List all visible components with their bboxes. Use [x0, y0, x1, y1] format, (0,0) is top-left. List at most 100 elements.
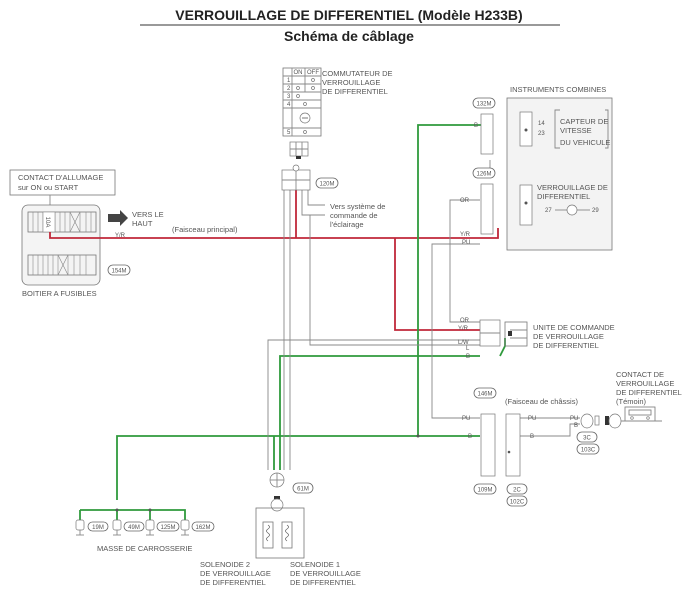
ground-label: 162M [195, 525, 210, 531]
lock-lamp-label-1: VERROUILLAGE DE [537, 183, 608, 192]
wire-label-pu: PU [528, 416, 536, 422]
connector-label: 103C [581, 448, 596, 454]
switch-row-label: 5 [287, 130, 291, 136]
chassis-connector-left [480, 413, 496, 477]
lock-pin: 27 [545, 208, 552, 214]
wire-label-pu: PU [570, 416, 578, 422]
solenoid1-label-2: DE VERROUILLAGE [290, 569, 361, 578]
connector-120M: 120M [315, 177, 339, 189]
power-wire-control [394, 238, 480, 331]
plug-connector [580, 413, 594, 429]
wire-label-pu: PU [462, 416, 470, 422]
wire-label-or: OR [460, 198, 470, 204]
wire-label-pu: PU [462, 240, 470, 246]
main-harness-label: (Faisceau principal) [172, 225, 238, 234]
solenoid2-label-1: SOLENOIDE 2 [200, 560, 250, 569]
connector-132M: 132M [472, 97, 496, 109]
connector-109M: 109M [473, 483, 497, 495]
connector-label: 126M [476, 172, 491, 178]
ignition-label: CONTACT D'ALLUMAGE [18, 173, 103, 182]
chassis-harness-label: (Faisceau de châssis) [505, 397, 578, 406]
sensor-bracket [554, 109, 560, 149]
ground-label: 19M [92, 525, 104, 531]
indicator-switch [621, 406, 662, 422]
ground-drop [170, 509, 186, 520]
wire-label-b: B [466, 354, 470, 360]
power-wire-cluster [480, 228, 499, 239]
wire-label-b: B [574, 423, 578, 429]
sensor-label-1: CAPTEUR DE [560, 117, 608, 126]
signal-wire-l-ctrl [267, 339, 480, 470]
connector-label: 102C [510, 500, 525, 506]
ground-label: 49M [128, 525, 140, 531]
sensor-bracket [605, 109, 609, 149]
socket-connector [608, 413, 622, 429]
connector-label: 120M [319, 182, 334, 188]
control-unit-label-2: DE VERROUILLAGE [533, 332, 604, 341]
connector-label: 146M [477, 392, 492, 398]
junction-dot [115, 508, 119, 512]
switch-col-off: OFF [307, 70, 319, 76]
instruments-title: INSTRUMENTS COMBINES [510, 85, 606, 94]
switch-row-label: 4 [287, 102, 291, 108]
lighting-label-1: Vers système de [330, 202, 385, 211]
cluster-connector-top [480, 113, 494, 155]
wire-label-yr: Y/R [460, 232, 471, 238]
indicator-switch-label-4: (Témoin) [616, 397, 647, 406]
ground-19M: 19M [75, 519, 109, 536]
ground-162M: 162M [180, 519, 215, 536]
power-wire-main [49, 232, 480, 239]
solenoid2-label-2: DE VERROUILLAGE [200, 569, 271, 578]
sensor-label-2: VITESSE [560, 126, 592, 135]
control-unit-label-1: UNITE DE COMMANDE [533, 323, 615, 332]
arrow-label-2: HAUT [132, 219, 153, 228]
control-unit-label-3: DE DIFFERENTIEL [533, 341, 599, 350]
signal-wire-b-chassis [520, 423, 580, 437]
ground-points: 19M 49M 125M 162M [75, 519, 215, 536]
wire-label-yr: Y/R [458, 326, 469, 332]
ground-label-text: MASSE DE CARROSSERIE [97, 544, 192, 553]
lighting-label-3: l'éclairage [330, 220, 364, 229]
fuse-box-label: BOITIER A FUSIBLES [22, 289, 97, 298]
connector-102C: 102C [506, 495, 528, 507]
signal-wire-or [449, 199, 480, 323]
connector-2C: 2C [506, 483, 528, 495]
coil-icon [266, 524, 270, 542]
switch-row-label: 3 [287, 94, 291, 100]
connector-154M: 154M [107, 264, 131, 276]
connector-label: 61M [297, 487, 309, 493]
switch-label-2: VERROUILLAGE [322, 78, 380, 87]
connector-label: 109M [477, 488, 492, 494]
ignition-label-2: sur ON ou START [18, 183, 79, 192]
solenoid1-label-3: DE DIFFERENTIEL [290, 578, 356, 587]
connector-126M: 126M [472, 167, 496, 179]
ground-wire-unit [499, 338, 506, 357]
sensor-pin: 14 [538, 121, 545, 127]
fuse-box: 10A BOITIER A FUSIBLES [21, 204, 101, 298]
connector-146M: 146M [473, 387, 497, 399]
diff-lock-switch: ON OFF 1 2 3 4 5 [282, 67, 322, 137]
fuse-rating: 10A [44, 217, 50, 228]
connector-103C: 103C [576, 443, 600, 455]
lighting-label-2: commande de [330, 211, 378, 220]
connector-label: 154M [111, 269, 126, 275]
switch-col-on: ON [294, 70, 303, 76]
connector-61M: 61M [292, 482, 314, 494]
ground-wire-cluster [417, 124, 481, 436]
solenoid-assembly [255, 496, 305, 559]
ground-wire-chassis [116, 435, 480, 500]
lock-lamp-label-2: DIFFERENTIEL [537, 192, 590, 201]
connector-label: 2C [513, 488, 521, 494]
junction-dot [416, 434, 420, 438]
coil-icon [285, 524, 289, 542]
wire-label-l: L [466, 346, 470, 352]
arrow-label-1: VERS LE [132, 210, 164, 219]
wire-label-lw: L/W [458, 340, 469, 346]
ground-49M: 49M [112, 519, 145, 536]
sensor-label-3: DU VEHICULE [560, 138, 610, 147]
signal-wire-pu [431, 243, 480, 419]
wire-label-b: B [474, 123, 478, 129]
chassis-connector-right [505, 413, 521, 477]
diagram-title: VERROUILLAGE DE DIFFERENTIEL (Modèle H23… [175, 7, 522, 23]
